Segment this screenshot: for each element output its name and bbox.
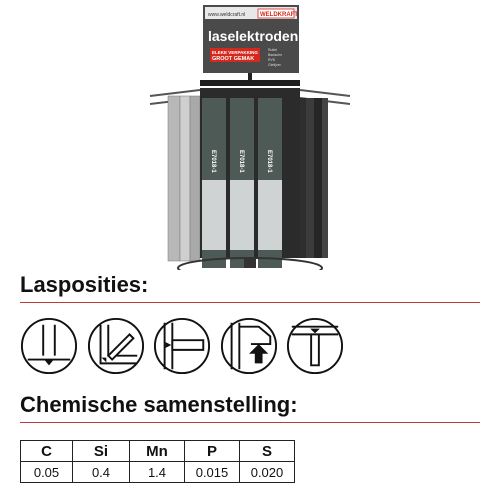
sign-badge-line1: ELEKE VERPAKKING — [212, 50, 258, 55]
display-sign: www.weldcraft.nl WELDKRAFT laselektroden… — [203, 5, 299, 73]
composition-value-cell: 0.4 — [72, 461, 130, 483]
composition-value-cell: 0.020 — [239, 461, 295, 483]
front-electrode-pack: E7018-1 — [258, 98, 282, 268]
composition-header-cell: C — [20, 440, 73, 462]
package-code: E7018-1 — [210, 150, 216, 173]
product-photo: www.weldcraft.nl WELDKRAFT laselektroden… — [149, 5, 351, 270]
overhead-position-icon — [286, 317, 344, 375]
right-electrode-packs — [298, 98, 328, 258]
composition-header-cell: Si — [72, 440, 130, 462]
positions-title: Lasposities: — [20, 272, 149, 297]
composition-value-row: 0.05 0.4 1.4 0.015 0.020 — [20, 461, 295, 483]
front-electrode-pack: E7018-1 — [230, 98, 254, 268]
composition-header-cell: Mn — [129, 440, 185, 462]
composition-value-cell: 1.4 — [129, 461, 185, 483]
horizontal-vertical-position-icon — [87, 317, 145, 375]
section-divider — [20, 422, 480, 423]
composition-header-row: C Si Mn P S — [20, 440, 295, 462]
package-code: E7018-1 — [238, 150, 244, 173]
front-electrode-pack: E7018-1 — [202, 98, 226, 268]
composition-value-cell: 0.05 — [20, 461, 73, 483]
composition-header-cell: S — [239, 440, 295, 462]
composition-value-cell: 0.015 — [184, 461, 240, 483]
composition-title: Chemische samenstelling: — [20, 392, 298, 417]
package-code: E7018-1 — [266, 150, 272, 173]
sign-bullet: RVS — [268, 58, 276, 62]
section-divider — [20, 302, 480, 303]
sign-bullet: Gietijzer — [268, 63, 282, 67]
horizontal-position-icon — [153, 317, 211, 375]
sign-bullet: Rutiel — [268, 48, 277, 52]
sign-bullet: Basische — [268, 53, 282, 57]
sign-brand: WELDKRAFT — [260, 12, 298, 18]
flat-position-icon — [20, 317, 78, 375]
sign-header-small: www.weldcraft.nl — [208, 12, 245, 18]
left-electrode-packs — [167, 95, 201, 262]
sign-badge-line2: GROOT GEMAK — [212, 56, 254, 62]
composition-header-cell: P — [184, 440, 240, 462]
composition-table: C Si Mn P S 0.05 0.4 1.4 0.015 0.020 — [20, 440, 295, 483]
vertical-up-position-icon — [220, 317, 278, 375]
sign-title: laselektroden — [208, 28, 298, 44]
